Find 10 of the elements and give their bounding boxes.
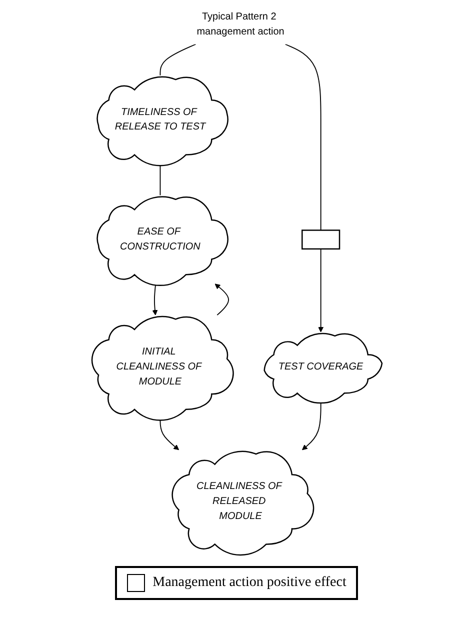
arrow [152,283,158,316]
node-box [301,230,340,250]
connector [159,164,160,196]
node-text: Typical Pattern 2 management action [196,12,284,38]
arrow [302,401,321,450]
arrow [214,284,229,316]
connector [284,44,321,231]
legend-text: Management action positive effect [152,575,346,591]
connector [159,44,196,76]
arrow [318,248,324,332]
